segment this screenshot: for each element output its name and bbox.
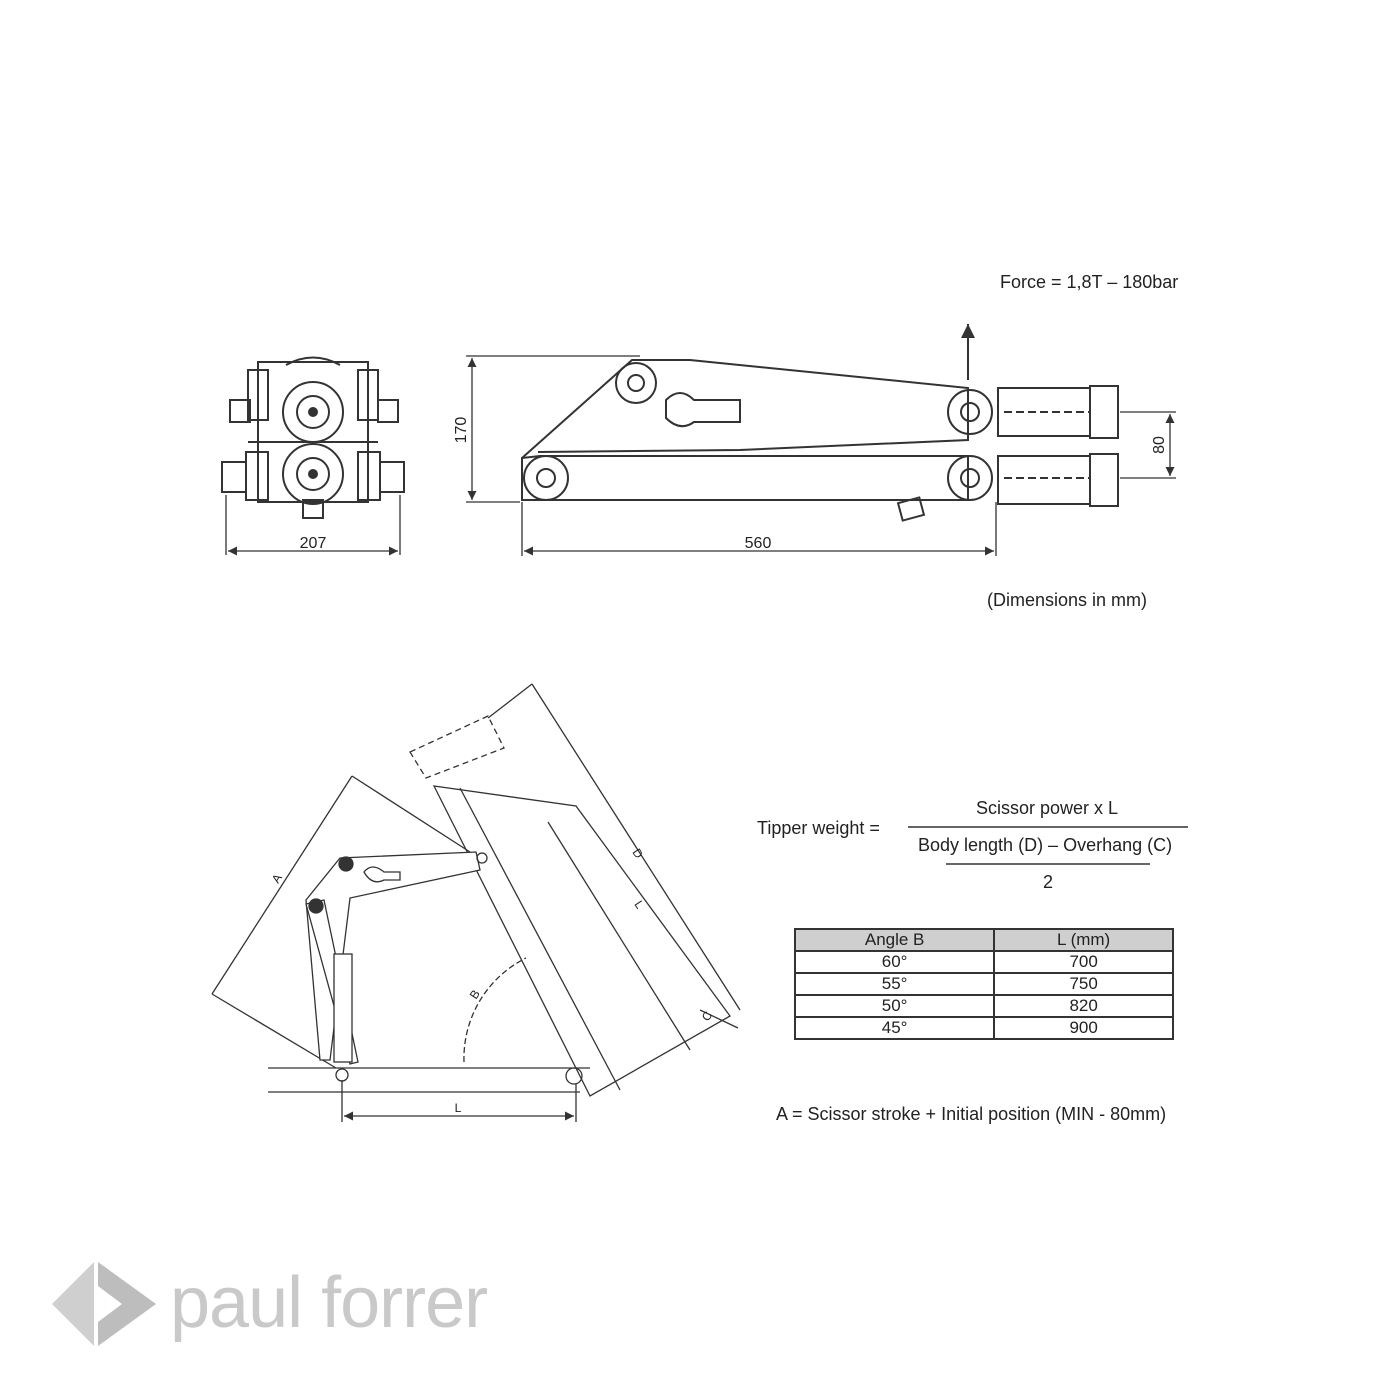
side-length-dimension bbox=[521, 502, 997, 556]
table-row: 60° 700 bbox=[793, 950, 1174, 974]
formula-numerator: Scissor power x L bbox=[976, 798, 1119, 818]
header-length: L (mm) bbox=[993, 928, 1174, 952]
dim-length-text: 560 bbox=[745, 535, 772, 552]
cell-length: 820 bbox=[993, 994, 1174, 1018]
angle-table-header: Angle B L (mm) bbox=[793, 928, 1174, 952]
cylinder-spacing-dimension bbox=[1120, 411, 1176, 479]
table-row: 45° 900 bbox=[793, 1016, 1174, 1040]
table-row: 55° 750 bbox=[793, 972, 1174, 996]
brand-name: paul forrer bbox=[170, 1263, 488, 1343]
cell-angle: 55° bbox=[793, 972, 996, 996]
geometry-diagram bbox=[211, 683, 741, 1122]
front-width-dimension bbox=[225, 495, 401, 556]
footnote: A = Scissor stroke + Initial position (M… bbox=[776, 1104, 1167, 1124]
cell-angle: 60° bbox=[793, 950, 996, 974]
dim-spacing-text: 80 bbox=[1151, 436, 1168, 454]
label-L-base: L bbox=[455, 1101, 462, 1115]
label-C: C bbox=[699, 1008, 716, 1023]
cell-angle: 45° bbox=[793, 1016, 996, 1040]
table-row: 50° 820 bbox=[793, 994, 1174, 1018]
header-angle: Angle B bbox=[793, 928, 996, 952]
label-L-arm: L bbox=[631, 898, 647, 911]
cell-length: 700 bbox=[993, 950, 1174, 974]
angle-table: Angle B L (mm) 60° 700 55° 750 50° 820 4… bbox=[793, 928, 1174, 1040]
formula-denominator-bottom: 2 bbox=[1043, 872, 1054, 892]
cell-length: 900 bbox=[993, 1016, 1174, 1040]
dim-height-text: 170 bbox=[453, 417, 470, 444]
brand-logo-icon bbox=[52, 1262, 156, 1346]
cell-length: 750 bbox=[993, 972, 1174, 996]
formula-lhs: Tipper weight = bbox=[757, 818, 880, 838]
dimensions-note: (Dimensions in mm) bbox=[987, 590, 1148, 610]
cell-angle: 50° bbox=[793, 994, 996, 1018]
formula-denominator-top: Body length (D) – Overhang (C) bbox=[918, 835, 1173, 855]
side-height-dimension bbox=[466, 355, 640, 503]
force-label: Force = 1,8T – 180bar bbox=[1000, 272, 1179, 292]
side-view bbox=[521, 359, 1119, 522]
dim-width-text: 207 bbox=[300, 535, 327, 552]
front-view bbox=[221, 356, 405, 519]
